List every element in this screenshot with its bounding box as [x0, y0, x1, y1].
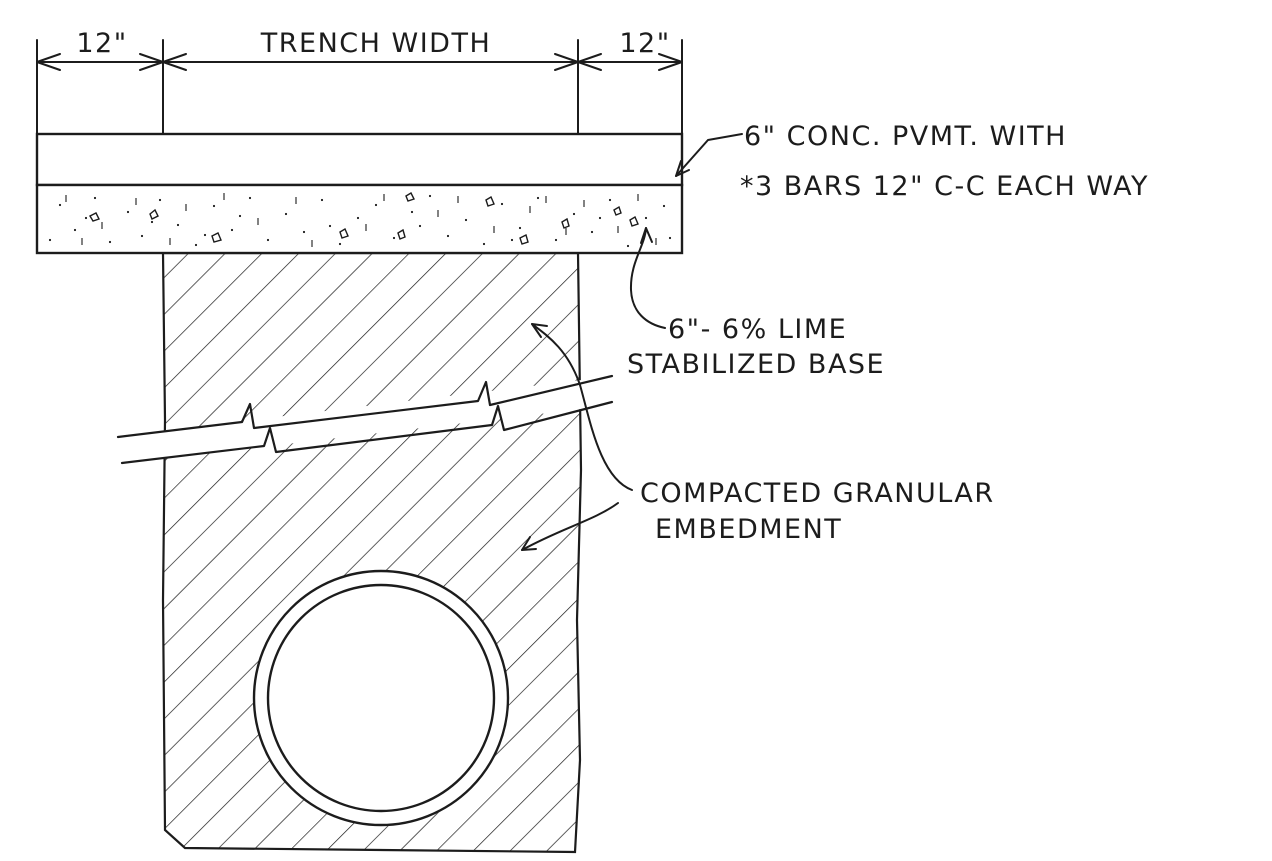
leaders: [521, 133, 743, 551]
dim-left-offset: 12": [76, 28, 127, 59]
base-stipple: [48, 194, 672, 248]
concrete-pavement: [35, 132, 684, 187]
note-embedment-line1: COMPACTED GRANULAR: [640, 478, 995, 509]
dim-trench-width: TRENCH WIDTH: [260, 28, 492, 59]
break-line-lower: [120, 400, 614, 465]
base-aggregate: [89, 192, 639, 245]
break-line-upper: [116, 374, 614, 439]
note-embedment-line2: EMBEDMENT: [655, 514, 842, 545]
note-base-line1: 6"- 6% LIME: [668, 314, 847, 345]
pipe: [252, 569, 510, 827]
base-dashes: [65, 193, 657, 247]
dim-right-offset: 12": [619, 28, 670, 59]
note-base-line2: STABILIZED BASE: [627, 349, 885, 380]
trench-embedment: [110, 251, 615, 854]
dimension-lines: [36, 39, 683, 135]
note-pavement-line2: *3 BARS 12" C-C EACH WAY: [740, 171, 1149, 202]
lime-stabilized-base: [35, 183, 684, 255]
note-pavement-line1: 6" CONC. PVMT. WITH: [744, 121, 1067, 152]
